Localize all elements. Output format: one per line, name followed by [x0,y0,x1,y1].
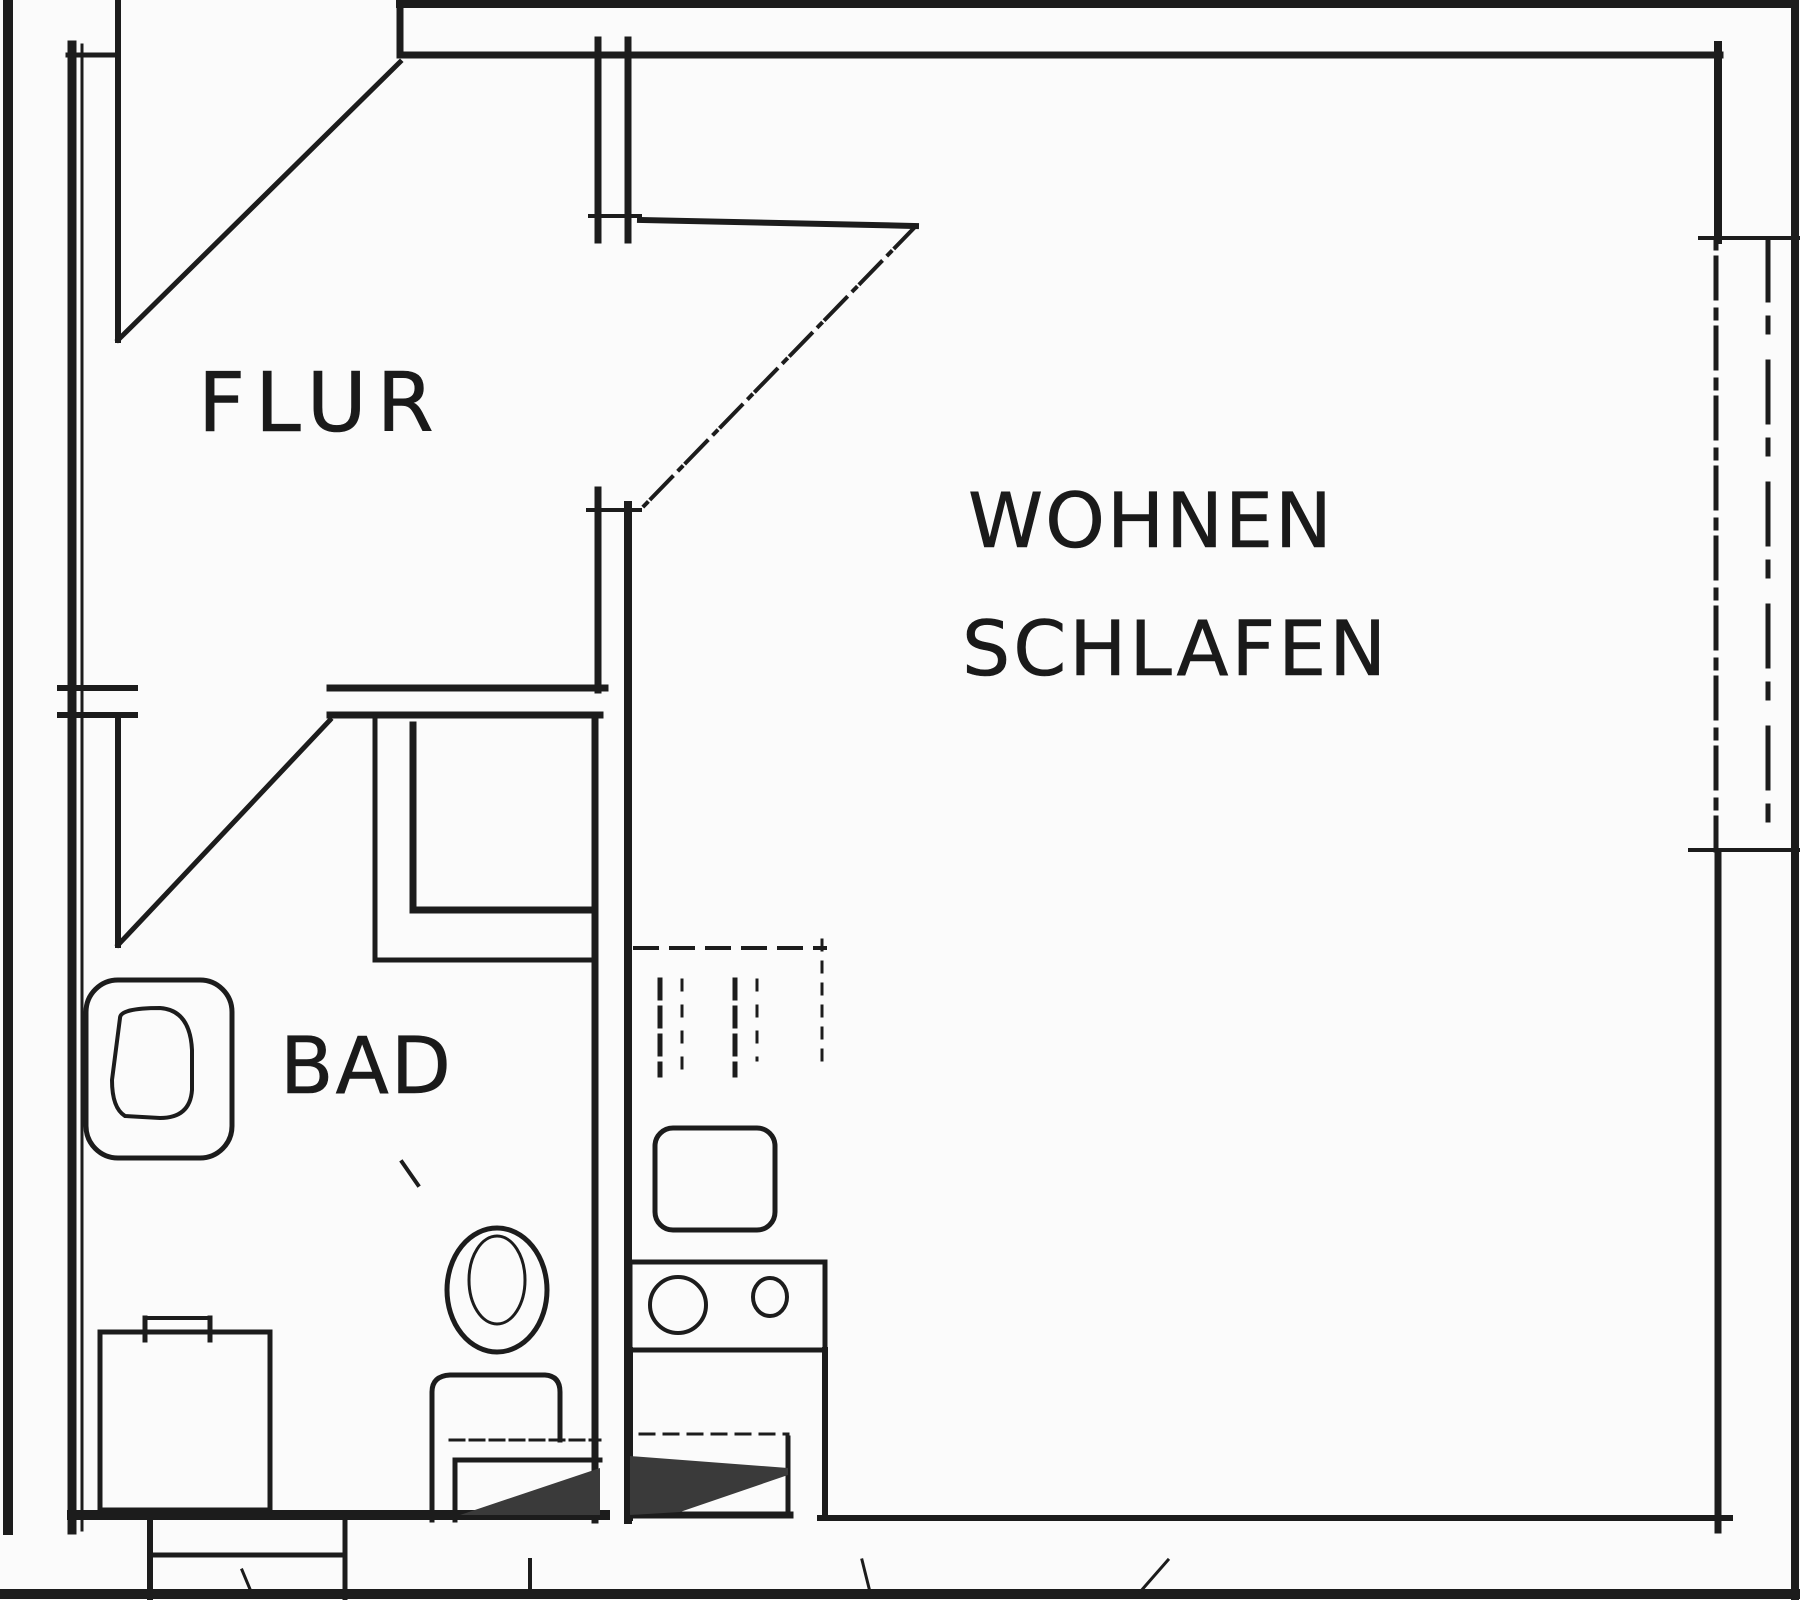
room-label-wohnen: WOHNEN [968,476,1334,566]
kitchenette-cabinet [626,1347,828,1521]
toilet [429,1225,563,1523]
bathroom-door-swing [114,716,334,949]
bathtub-basin [83,977,235,1161]
kitchenette-fridge-outline [633,938,827,1078]
flur-wohnen-wall-upper [588,36,642,244]
radiator-shading-bad [460,1468,600,1515]
living-room-door-swing [636,216,920,513]
kitchenette-stove-two-burners [627,1259,828,1353]
room-label-schlafen: SCHLAFEN [962,604,1390,694]
window-right-wall [1688,236,1800,853]
bad-mark [399,1159,421,1188]
entrance-door-swing [114,58,404,344]
kitchenette-sink [652,1125,778,1233]
washbasin-cabinet [97,1315,273,1513]
radiator-shading-kitchen [630,1456,788,1515]
flur-left-wall [65,0,121,1535]
room-label-bad: BAD [280,1022,453,1113]
bottom-ticks [240,1557,1171,1596]
room-label-flur: FLUR [198,356,444,452]
shower-tray [372,715,594,963]
bathroom-bottom-wall [67,1438,610,1600]
flur-bad-wall [57,684,609,1524]
